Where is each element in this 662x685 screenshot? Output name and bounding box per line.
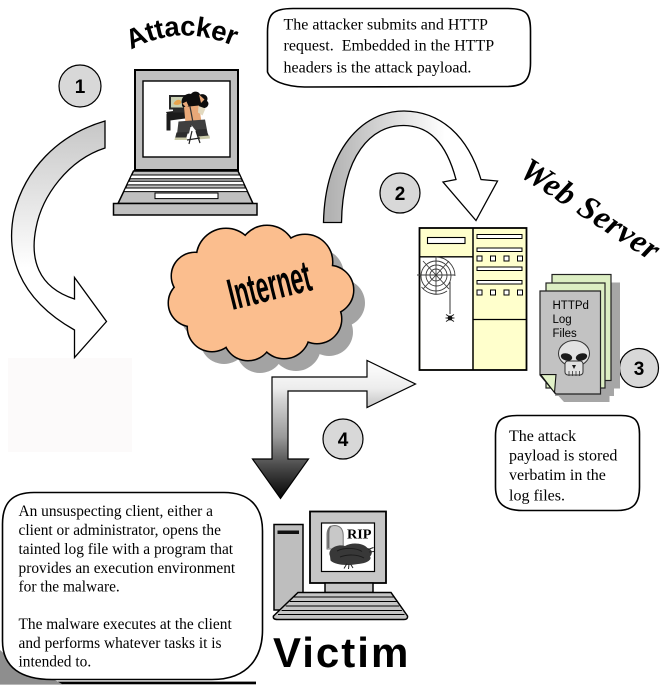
svg-text:HTTPd: HTTPd [553,300,589,312]
svg-text:tainted log file with a progra: tainted log file with a program that [19,541,234,558]
svg-text:headers is the attack payload.: headers is the attack payload. [284,60,472,77]
svg-text:Files: Files [553,328,578,340]
svg-text:Victim: Victim [273,629,410,676]
svg-text:2: 2 [395,184,406,205]
svg-text:The malware executes at the cl: The malware executes at the client [19,616,233,633]
svg-text:payload is stored: payload is stored [509,448,617,465]
svg-text:4: 4 [338,430,349,451]
svg-text:An unsuspecting client, either: An unsuspecting client, either a [19,503,214,520]
svg-text:intended to.: intended to. [19,654,92,671]
svg-text:request. Embedded in the HTTP: request. Embedded in the HTTP [284,38,495,55]
svg-text:Attacker: Attacker [120,10,242,55]
svg-text:provides an execution environm: provides an execution environment [19,560,236,577]
svg-text:Log: Log [553,314,572,326]
svg-text:1: 1 [75,77,86,98]
svg-text:Web Server: Web Server [514,152,662,269]
svg-text:verbatim in the: verbatim in the [509,467,606,484]
svg-text:client or administrator, opens: client or administrator, opens the [19,522,222,539]
svg-text:3: 3 [634,359,645,380]
svg-text:RIP: RIP [347,528,372,543]
svg-text:log files.: log files. [509,488,565,505]
svg-text:for the malware.: for the malware. [19,579,120,596]
svg-text:and performs whatever tasks it: and performs whatever tasks it is [19,635,222,652]
svg-text:The attack: The attack [509,428,576,445]
svg-text:The attacker submits and HTTP: The attacker submits and HTTP [284,17,488,34]
